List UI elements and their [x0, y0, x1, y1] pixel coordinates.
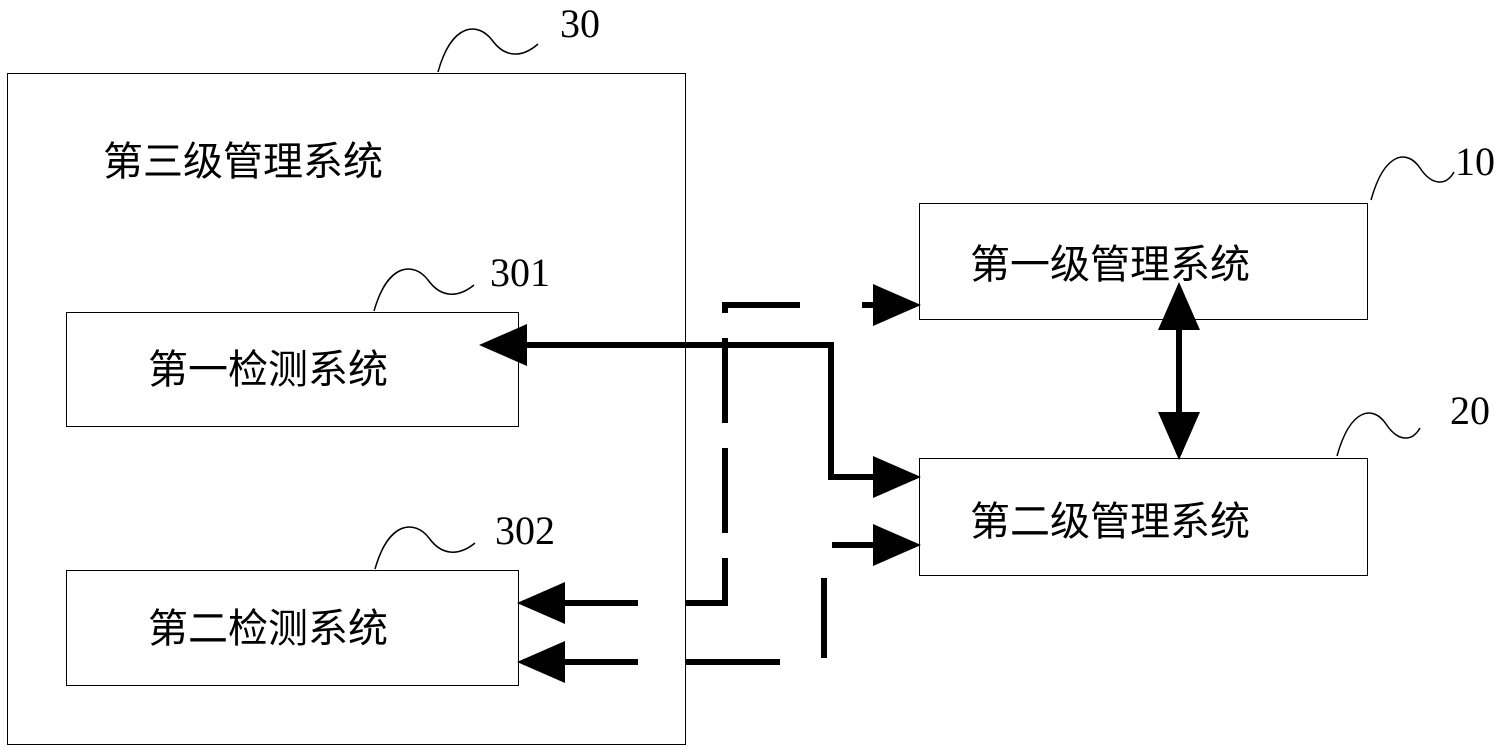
ref-30: 30 — [560, 1, 600, 46]
ref-301: 301 — [490, 250, 550, 295]
leader-squiggle-302 — [374, 526, 476, 570]
leader-squiggle-301 — [373, 268, 475, 312]
first-level-management-box — [919, 203, 1368, 320]
leader-squiggle-20 — [1336, 412, 1421, 457]
solid-link-detect1-mgmt2 — [479, 324, 921, 498]
leader-squiggle-30 — [437, 28, 539, 73]
third-level-management-title: 第三级管理系统 — [103, 139, 383, 185]
dashed-link-detect2-mgmt2 — [685, 578, 827, 665]
ref-10: 10 — [1455, 139, 1495, 184]
ref-302: 302 — [495, 508, 555, 553]
first-detection-label: 第一检测系统 — [148, 347, 388, 393]
first-level-management-label: 第一级管理系统 — [970, 242, 1250, 288]
dashed-link-detect2-mgmt1 — [685, 302, 800, 606]
first-detection-box — [66, 312, 519, 427]
second-detection-label: 第二检测系统 — [148, 606, 388, 652]
second-level-management-label: 第二级管理系统 — [970, 499, 1250, 545]
ref-20: 20 — [1450, 388, 1490, 433]
second-detection-box — [66, 570, 519, 686]
leader-squiggle-10 — [1370, 156, 1455, 201]
second-level-management-box — [919, 458, 1368, 576]
